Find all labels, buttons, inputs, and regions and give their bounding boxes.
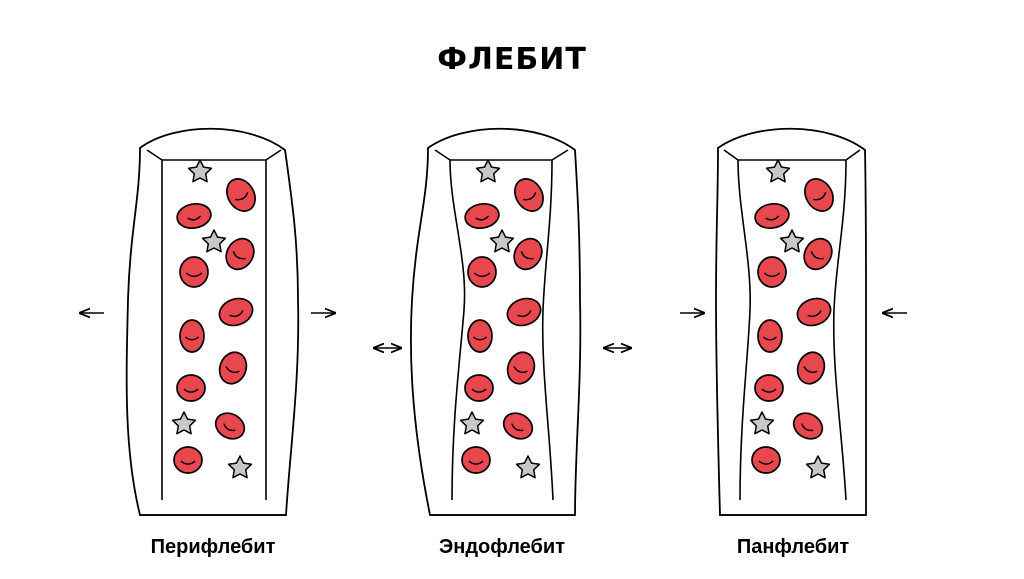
- vein-panphlebitis: [715, 127, 867, 516]
- vein-top-rim: [434, 149, 569, 161]
- label-periphlebitis: Перифлебит: [150, 536, 276, 558]
- red-blood-cell: [226, 178, 256, 212]
- vein-top-rim: [723, 149, 861, 161]
- red-blood-cell: [179, 256, 209, 288]
- red-blood-cell: [467, 319, 493, 353]
- red-blood-cell: [502, 412, 534, 440]
- platelet: [459, 411, 485, 435]
- platelet: [187, 159, 213, 183]
- red-blood-cell: [757, 319, 783, 353]
- vein-outer-wall: [125, 127, 300, 516]
- red-blood-cell: [803, 237, 833, 271]
- vein-outer-wall: [409, 127, 582, 516]
- vein-endophlebitis: [409, 127, 582, 516]
- red-blood-cell: [464, 202, 500, 230]
- red-blood-cell: [792, 412, 824, 440]
- red-blood-cell: [173, 446, 203, 474]
- red-blood-cell: [218, 297, 254, 327]
- platelet: [749, 411, 775, 435]
- red-blood-cell: [751, 446, 781, 474]
- red-blood-cell: [804, 178, 834, 212]
- red-blood-cell: [754, 202, 790, 230]
- cells-layer: [171, 159, 256, 479]
- vein-inner-wall-left: [449, 159, 466, 501]
- red-blood-cell: [506, 297, 542, 327]
- label-panphlebitis: Панфлебит: [736, 536, 850, 558]
- label-endophlebitis: Эндофлебит: [439, 536, 565, 558]
- platelet: [475, 159, 501, 183]
- red-blood-cell: [796, 297, 832, 327]
- platelet: [227, 455, 253, 479]
- red-blood-cell: [796, 351, 826, 385]
- red-blood-cell: [757, 256, 787, 288]
- vein-outer-wall: [715, 127, 867, 516]
- red-blood-cell: [467, 256, 497, 288]
- platelet: [201, 229, 227, 253]
- red-blood-cell: [225, 237, 255, 271]
- red-blood-cell: [214, 412, 246, 440]
- red-blood-cell: [754, 374, 784, 402]
- platelet: [515, 455, 541, 479]
- red-blood-cell: [506, 351, 536, 385]
- vein-inner-wall-right: [541, 159, 554, 501]
- vein-inner-wall-left: [737, 159, 751, 501]
- red-blood-cell: [176, 202, 212, 230]
- platelet: [765, 159, 791, 183]
- red-blood-cell: [176, 374, 206, 402]
- red-blood-cell: [464, 374, 494, 402]
- red-blood-cell: [513, 237, 543, 271]
- red-blood-cell: [461, 446, 491, 474]
- platelet: [489, 229, 515, 253]
- red-blood-cell: [218, 351, 248, 385]
- platelet: [171, 411, 197, 435]
- diagram-title: ФЛЕБИТ: [437, 42, 587, 77]
- cells-layer: [749, 159, 834, 479]
- platelet: [805, 455, 831, 479]
- platelet: [779, 229, 805, 253]
- red-blood-cell: [179, 319, 205, 353]
- cells-layer: [459, 159, 544, 479]
- vein-top-rim: [146, 149, 282, 161]
- vein-periphlebitis: [125, 127, 300, 516]
- red-blood-cell: [514, 178, 544, 212]
- vein-inner-wall-right: [832, 159, 847, 501]
